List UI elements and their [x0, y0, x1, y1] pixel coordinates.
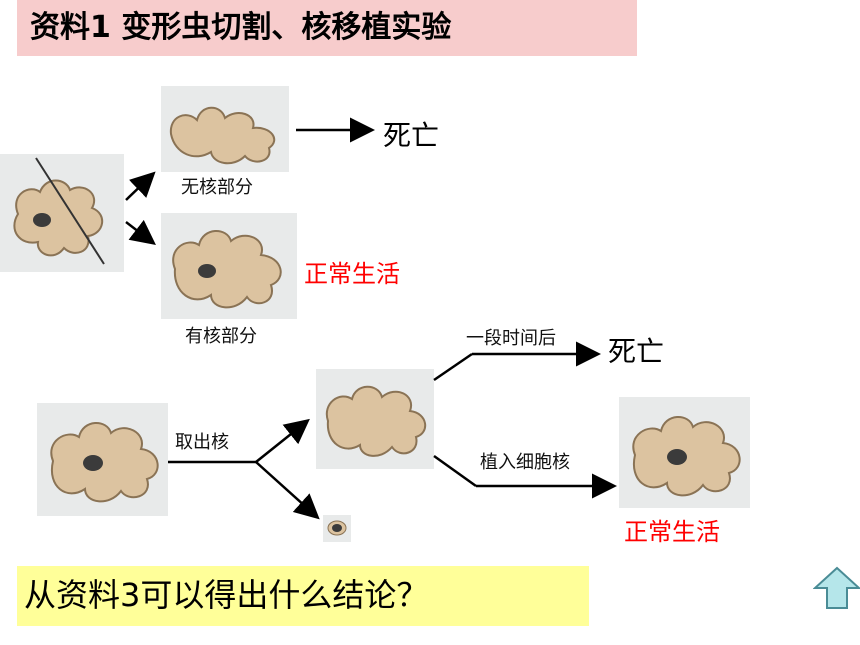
amoeba-no-nucleus-drawing	[169, 106, 276, 165]
question-text: 从资料3可以得出什么结论？	[24, 576, 429, 614]
with-nucleus-label: 有核部分	[185, 326, 257, 347]
title-banner	[17, 0, 637, 56]
death-result-top: 死亡	[383, 119, 440, 152]
amoeba-implanted-drawing	[632, 416, 741, 497]
nucleus-image	[323, 515, 351, 542]
after-time-label: 一段时间后	[466, 328, 556, 349]
remove-nucleus-label: 取出核	[175, 432, 229, 453]
arrow-to-no-nucleus	[125, 171, 156, 201]
line-upper-branch	[433, 352, 473, 382]
amoeba-original-drawing	[13, 157, 105, 265]
amoeba-enucleated-image	[316, 369, 434, 469]
page-title: 资料1 变形虫切割、核移植实验	[30, 10, 452, 45]
amoeba-implanted-image	[619, 397, 750, 508]
arrow-to-enucleated	[255, 418, 310, 463]
up-arrow-button[interactable]	[812, 566, 860, 610]
live-result-bottom: 正常生活	[624, 518, 720, 546]
line-lower-branch	[433, 454, 477, 488]
question-banner	[17, 566, 589, 626]
amoeba-original-image	[0, 154, 124, 272]
amoeba-bottom-original-drawing	[50, 422, 159, 503]
no-nucleus-label: 无核部分	[181, 177, 253, 198]
amoeba-with-nucleus-drawing	[172, 230, 282, 309]
amoeba-with-nucleus-image	[161, 213, 297, 319]
death-result-bottom: 死亡	[608, 335, 665, 368]
up-arrow-icon	[812, 566, 860, 609]
arrow-to-with-nucleus	[125, 219, 156, 246]
implant-nucleus-label: 植入细胞核	[480, 452, 570, 473]
live-result-top: 正常生活	[304, 260, 400, 288]
arrow-to-nucleus	[255, 461, 320, 520]
nucleus-drawing	[327, 520, 347, 536]
amoeba-enucleated-drawing	[325, 385, 426, 457]
amoeba-bottom-original-image	[37, 403, 168, 516]
amoeba-no-nucleus-image	[161, 86, 289, 172]
